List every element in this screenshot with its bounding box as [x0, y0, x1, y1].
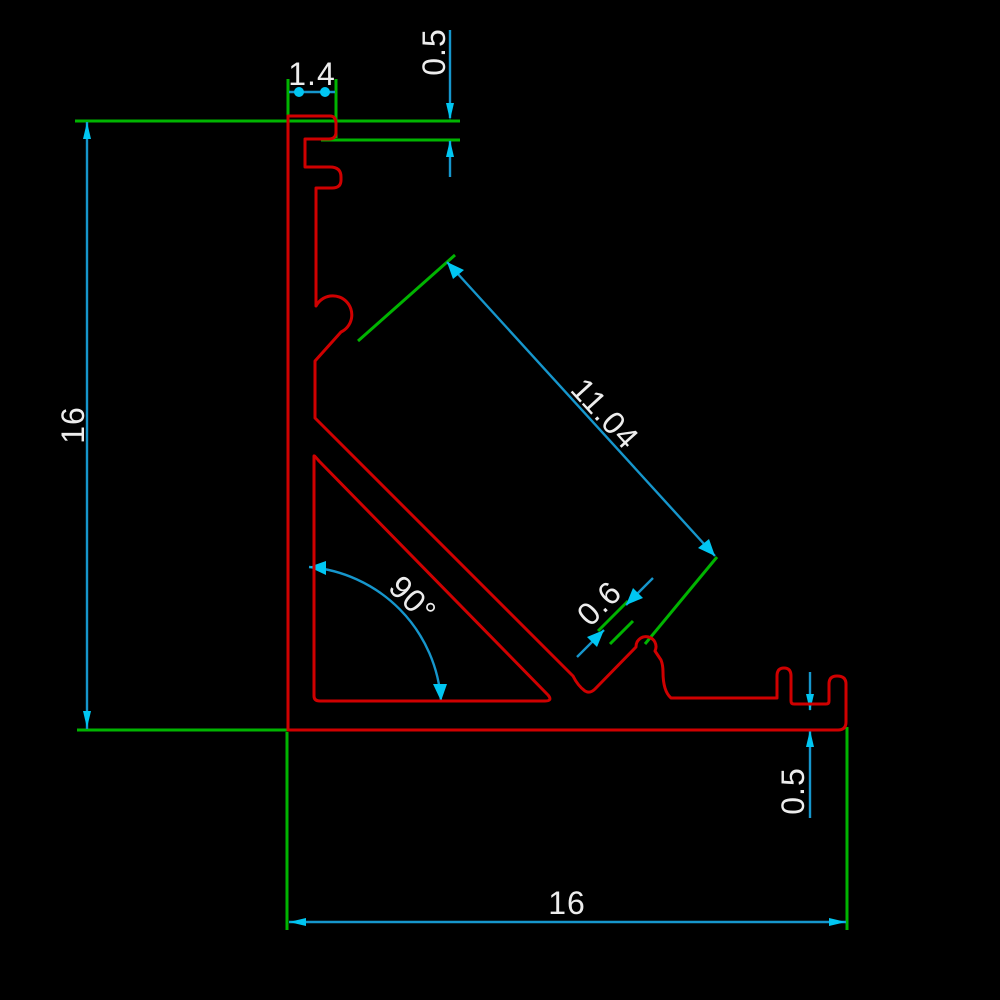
- arrowhead-lip-thickness-up: [446, 140, 454, 157]
- dim-dot-lip-width-left: [294, 87, 304, 97]
- label-overall-width: 16: [548, 885, 586, 921]
- dimension-labels: 1.4 0.5 16 11.04 90° 0.6 0.5 16: [55, 28, 811, 921]
- label-channel-opening: 11.04: [564, 371, 646, 456]
- arrowhead-width-left: [289, 918, 306, 926]
- arrowhead-angle-start: [309, 561, 326, 575]
- dimension-arrowheads: [83, 87, 846, 926]
- profile-geometry: [286, 114, 848, 732]
- label-lip-width: 1.4: [288, 56, 335, 92]
- extension-lines: [75, 79, 849, 930]
- arrowhead-opening-start: [447, 262, 464, 279]
- label-wall-thickness: 0.6: [570, 574, 629, 633]
- arrowhead-angle-end: [433, 684, 447, 701]
- label-base-thickness: 0.5: [775, 767, 811, 814]
- extension-line-wall-outer: [596, 599, 630, 633]
- extension-line-opening-upper: [357, 253, 456, 343]
- extension-line-wall-inner: [608, 619, 635, 646]
- arrowhead-lip-thickness-down: [446, 103, 454, 120]
- label-lip-thickness: 0.5: [416, 28, 452, 75]
- extension-line-opening-lower: [643, 556, 719, 645]
- dim-dot-lip-width-right: [320, 87, 330, 97]
- dimension-lines: [85, 30, 846, 924]
- arrowhead-width-right: [829, 918, 846, 926]
- arrowhead-base-up: [806, 730, 814, 747]
- label-overall-height: 16: [55, 406, 91, 444]
- dim-arc-corner-angle: [308, 565, 443, 702]
- arrowhead-wall-lower: [587, 630, 604, 647]
- arrowhead-height-bottom: [83, 711, 91, 728]
- arrowhead-opening-end: [698, 539, 715, 556]
- dim-line-channel-opening: [446, 261, 716, 557]
- arrowhead-height-top: [83, 122, 91, 139]
- profile-inner-cavity: [312, 454, 552, 703]
- arrowhead-wall-upper: [626, 588, 643, 605]
- profile-outline: [286, 114, 848, 732]
